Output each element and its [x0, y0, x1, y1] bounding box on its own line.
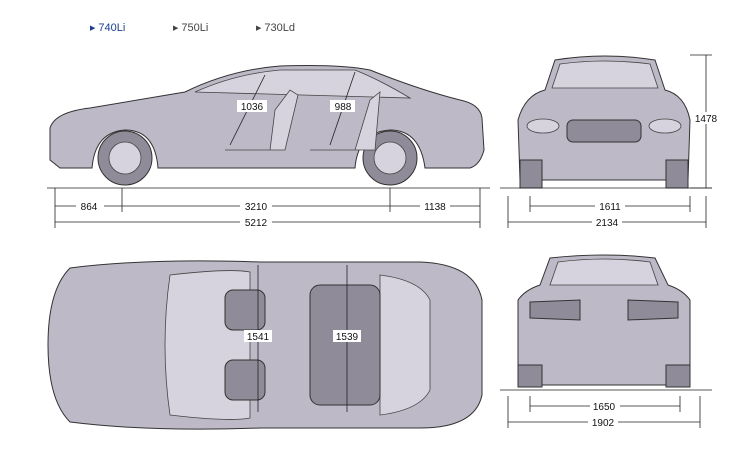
- front-view: [517, 55, 691, 189]
- top-view: [47, 260, 483, 430]
- front-shoulder-label: 1541: [247, 332, 270, 343]
- rear-track-label: 1650: [593, 402, 616, 413]
- rear-overhang-label: 1138: [424, 202, 446, 213]
- front-overhang-label: 864: [81, 202, 98, 213]
- rear-shoulder-label: 1539: [336, 332, 359, 343]
- arrow-right-icon: ▶: [173, 25, 179, 32]
- front-track-label: 1611: [599, 202, 621, 213]
- height-label: 1478: [695, 114, 718, 125]
- arrow-right-icon: ▶: [90, 25, 96, 32]
- side-view: [49, 65, 485, 186]
- width-mirrors-label: 2134: [596, 218, 619, 229]
- tab-730ld[interactable]: ▶730Ld: [256, 22, 295, 34]
- arrow-right-icon: ▶: [256, 25, 262, 32]
- tab-750li[interactable]: ▶750Li: [173, 22, 209, 34]
- rear-view: [517, 254, 691, 388]
- length-label: 5212: [245, 218, 268, 229]
- wheelbase-label: 3210: [245, 202, 268, 213]
- tab-740li[interactable]: ▶740Li: [90, 22, 126, 34]
- width-label: 1902: [592, 418, 615, 429]
- front-headroom-label: 1036: [241, 102, 264, 113]
- rear-headroom-label: 988: [335, 102, 352, 113]
